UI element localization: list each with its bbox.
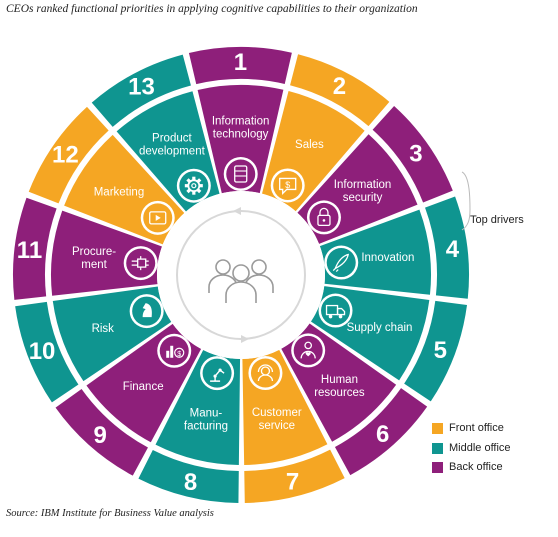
legend-swatch (432, 442, 443, 454)
legend-label: Middle office (449, 442, 511, 454)
people-icon (208, 259, 274, 303)
top-drivers-brace (461, 171, 471, 231)
segment-label-product-development: Product (152, 133, 192, 145)
rank-band-finance (55, 389, 148, 476)
rank-band-supply-chain (404, 300, 468, 402)
segment-label-procurement: Procure- (72, 246, 116, 258)
padlock-icon (306, 200, 341, 235)
person-heart-icon (291, 333, 326, 368)
rank-number-9: 9 (94, 422, 107, 449)
segment-label-manufacturing: Manu- (190, 407, 223, 419)
rocket-icon (324, 245, 359, 280)
segment-label-human-resources: resources (314, 387, 365, 399)
rank-number-2: 2 (333, 73, 346, 100)
segment-label-customer-service: service (259, 420, 295, 432)
segment-label-product-development: development (139, 146, 206, 158)
segment-label-information-technology: technology (213, 129, 269, 141)
rank-band-product-development (91, 54, 191, 127)
rank-number-5: 5 (434, 337, 447, 364)
rank-number-4: 4 (446, 236, 460, 263)
robot-arm-icon (200, 356, 235, 391)
chess-knight-icon (129, 294, 164, 329)
top-drivers-label: Top drivers (470, 214, 524, 226)
segment-label-information-security: security (343, 192, 383, 204)
rank-number-6: 6 (376, 421, 389, 448)
svg-text:$: $ (285, 180, 290, 190)
legend-label: Back office (449, 461, 503, 473)
server-icon (223, 157, 258, 192)
rank-band-human-resources (334, 388, 428, 476)
rank-number-8: 8 (184, 469, 197, 496)
circuit-hand-icon (123, 246, 158, 281)
video-play-icon (140, 200, 175, 235)
rank-number-11: 11 (17, 237, 42, 264)
speech-dollar-icon: $ (270, 168, 305, 203)
segment-label-marketing: Marketing (94, 186, 145, 198)
legend-item-middle-office: Middle office (432, 442, 511, 454)
segment-label-procurement: ment (81, 259, 107, 271)
center-circle (157, 191, 325, 359)
segment-label-manufacturing: facturing (184, 420, 228, 432)
rank-band-manufacturing (138, 450, 239, 503)
segment-label-customer-service: Customer (252, 407, 302, 419)
legend-label: Front office (449, 422, 504, 434)
rank-band-innovation (425, 196, 469, 299)
segment-label-information-security: Information (334, 179, 392, 191)
segment-information-technology (197, 85, 284, 194)
rank-number-12: 12 (52, 141, 79, 168)
rank-number-10: 10 (29, 338, 56, 365)
rank-number-13: 13 (128, 74, 155, 101)
top-drivers-bracket (461, 171, 471, 231)
rank-band-information-security (372, 106, 453, 203)
gear-icon (176, 168, 211, 203)
rank-band-information-technology (188, 47, 292, 85)
segment-label-human-resources: Human (321, 374, 358, 386)
rank-band-risk (15, 301, 79, 403)
segment-label-innovation: Innovation (361, 252, 414, 264)
bar-chart-dollar-icon: $ (157, 333, 192, 368)
rank-band-sales (290, 54, 390, 127)
legend-item-back-office: Back office (432, 461, 503, 473)
inner-ring: InformationtechnologySales$Informationse… (51, 85, 431, 465)
legend-item-front-office: Front office (432, 422, 504, 434)
segment-label-finance: Finance (123, 381, 164, 393)
segment-label-information-technology: Information (212, 116, 270, 128)
chart-title: CEOs ranked functional priorities in app… (6, 3, 418, 15)
legend-swatch (432, 461, 443, 473)
rank-number-1: 1 (234, 49, 247, 76)
legend-swatch (432, 422, 443, 434)
segment-label-risk: Risk (92, 323, 115, 335)
rank-band-marketing (28, 106, 109, 204)
truck-icon (318, 293, 353, 328)
rank-band-customer-service (244, 449, 345, 503)
rank-number-3: 3 (409, 141, 422, 168)
source-note: Source: IBM Institute for Business Value… (6, 508, 214, 519)
svg-text:$: $ (177, 351, 181, 358)
segment-label-sales: Sales (295, 139, 324, 151)
rank-band-procurement (13, 197, 57, 300)
headset-icon (248, 355, 283, 390)
segment-label-supply-chain: Supply chain (347, 322, 413, 334)
rank-number-7: 7 (286, 469, 299, 496)
